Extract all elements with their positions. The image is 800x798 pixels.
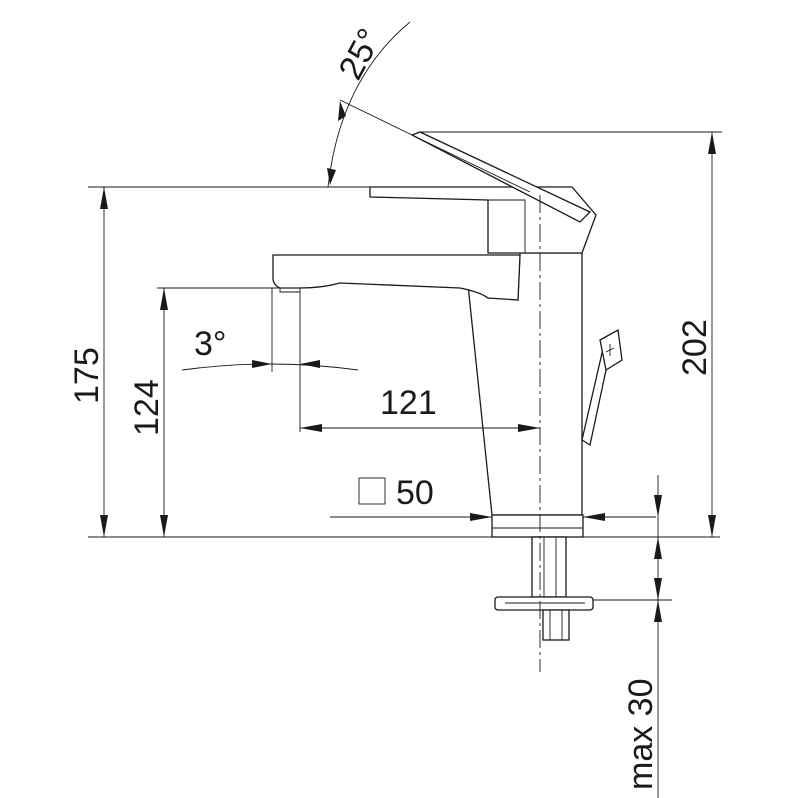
base-plate	[491, 514, 584, 538]
spout	[272, 254, 521, 301]
mounting-nut	[542, 609, 570, 641]
max-thickness-dimension: max 30	[622, 475, 662, 798]
faucet-body	[272, 131, 623, 641]
base-size-dimension: 50	[330, 474, 656, 521]
lever-height-dimension: 202	[676, 132, 716, 537]
lever-height-label: 202	[676, 319, 714, 376]
reach-label: 121	[380, 384, 437, 422]
extension-lines	[88, 131, 722, 601]
spout-angle-label: 3°	[194, 325, 227, 363]
square-symbol	[358, 477, 386, 505]
base-size-label: 50	[396, 474, 434, 512]
spout-angle-dimension: 3°	[181, 325, 359, 371]
outlet-height-dimension: 124	[128, 288, 168, 537]
lever-housing	[369, 186, 597, 254]
total-height-dimension: 175	[68, 187, 108, 537]
max-thickness-label: max 30	[622, 679, 660, 791]
lever-angle-label: 25°	[332, 23, 390, 86]
reach-dimension: 121	[300, 384, 540, 432]
total-height-label: 175	[68, 347, 106, 404]
lever-handle	[410, 131, 592, 223]
outlet-height-label: 124	[128, 379, 166, 436]
mounting-washer	[494, 596, 594, 611]
lever-angle-dimension: 25°	[327, 21, 413, 188]
